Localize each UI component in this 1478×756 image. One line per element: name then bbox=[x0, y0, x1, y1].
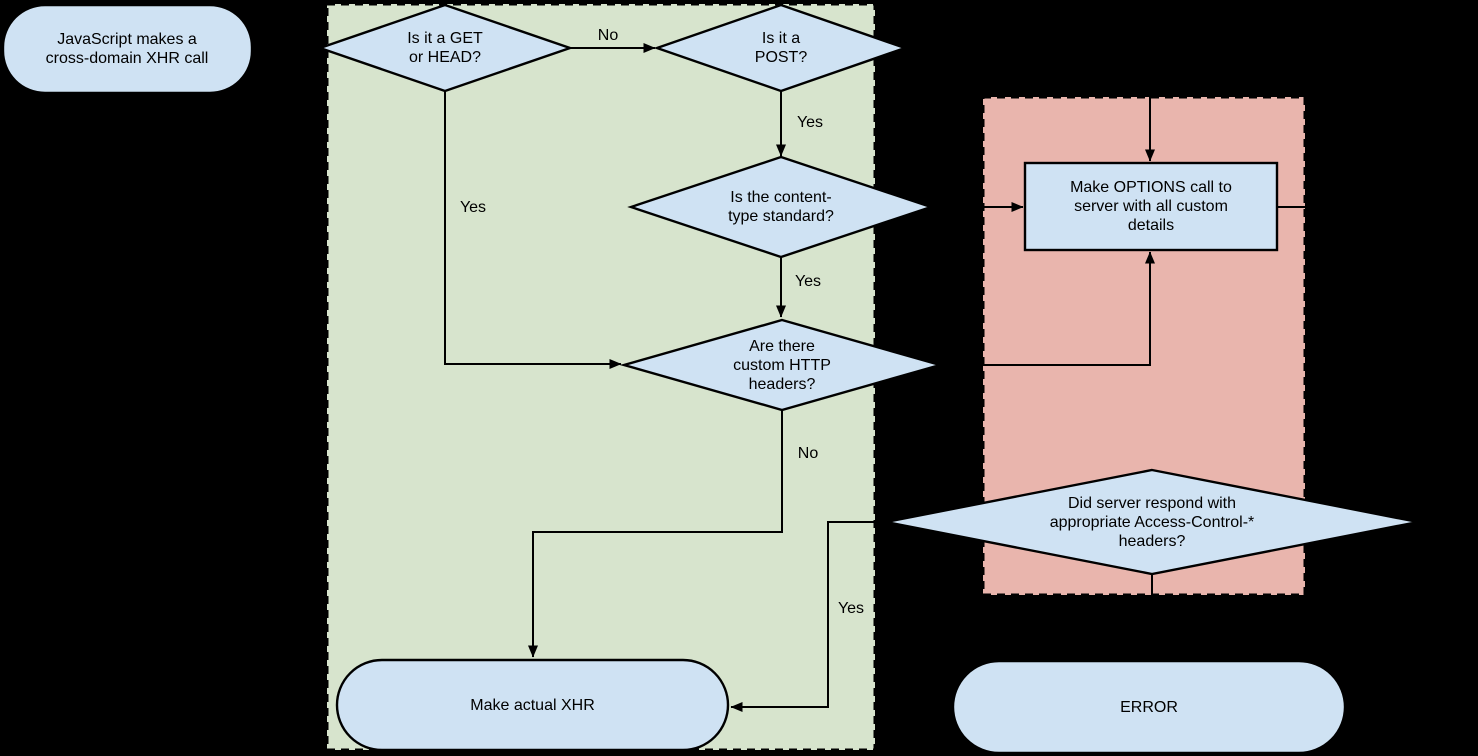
options-call-label: Make OPTIONS call to server with all cus… bbox=[1070, 179, 1232, 234]
edge-post-no bbox=[905, 47, 1155, 162]
edge-label-post-yes: Yes bbox=[796, 114, 824, 131]
content-type-label: Is the content- type standard? bbox=[728, 189, 834, 225]
edge-custom-headers-yes bbox=[938, 251, 1155, 366]
custom-headers-decision-shape bbox=[619, 318, 945, 412]
error-label: ERROR bbox=[1120, 698, 1178, 716]
options-call-process-shape bbox=[1023, 161, 1279, 252]
post-label: Is it a POST? bbox=[754, 30, 808, 66]
get-head-decision-shape bbox=[316, 3, 574, 93]
edge-label-get-head-yes: Yes bbox=[459, 199, 487, 216]
get-head-label: Is it a GET or HEAD? bbox=[407, 30, 483, 66]
error-terminator-shape bbox=[951, 659, 1347, 755]
make-xhr-terminator-shape bbox=[335, 658, 730, 752]
edge-label-custom-headers-no: No bbox=[797, 445, 819, 462]
custom-headers-label: Are there custom HTTP headers? bbox=[733, 337, 831, 393]
start-terminator-shape bbox=[1, 3, 254, 95]
content-type-decision-shape bbox=[627, 155, 935, 259]
edge-label-server-respond-yes: Yes bbox=[837, 600, 865, 617]
server-respond-label: Did server respond with appropriate Acce… bbox=[1049, 494, 1255, 550]
edge-label-content-type-yes: Yes bbox=[794, 273, 822, 290]
server-respond-decision-shape bbox=[885, 468, 1419, 576]
edge-server-respond-yes bbox=[730, 521, 886, 712]
start-label: JavaScript makes a cross-domain XHR call bbox=[45, 31, 209, 67]
edge-custom-headers-no bbox=[528, 410, 783, 658]
edge-label-get-head-no: No bbox=[597, 27, 619, 44]
edge-get-head-yes bbox=[444, 91, 622, 369]
post-decision-shape bbox=[653, 3, 909, 93]
make-xhr-label: Make actual XHR bbox=[470, 696, 595, 714]
edge-options-to-server-respond bbox=[1277, 206, 1423, 521]
